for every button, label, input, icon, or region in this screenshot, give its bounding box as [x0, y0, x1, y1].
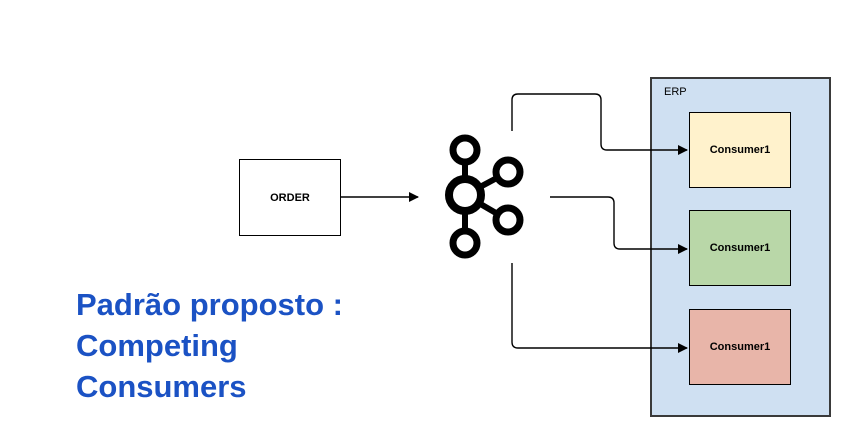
- order-box: ORDER: [239, 159, 341, 236]
- order-label: ORDER: [270, 191, 310, 204]
- broker-to-consumer-1-arrow: [511, 93, 688, 155]
- erp-label: ERP: [664, 86, 687, 98]
- consumer-label: Consumer1: [709, 341, 771, 353]
- diagram-title: Padrão proposto : Competing Consumers: [76, 287, 343, 404]
- consumer-label: Consumer1: [709, 242, 771, 254]
- consumer-box: Consumer1: [689, 112, 791, 188]
- consumer-box: Consumer1: [689, 210, 791, 286]
- consumer-label: Consumer1: [709, 144, 771, 156]
- broker-to-consumer-2-arrow: [550, 196, 688, 254]
- broker-to-consumer-3-arrow: [511, 263, 688, 353]
- consumer-box: Consumer1: [689, 309, 791, 385]
